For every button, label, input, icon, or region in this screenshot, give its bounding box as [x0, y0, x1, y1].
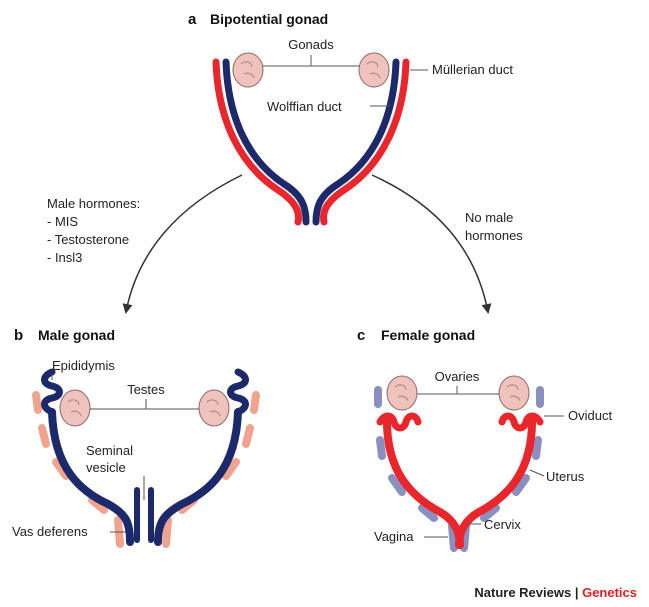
ovaries-leader: [417, 386, 499, 394]
panel-b-letter: b: [14, 327, 23, 344]
cervix-label: Cervix: [484, 517, 521, 532]
gonads-leader: [263, 55, 359, 66]
male-hormone-testosterone: - Testosterone: [47, 232, 129, 247]
panel-b-title: Male gonad: [38, 327, 115, 343]
panel-a-letter: a: [188, 11, 197, 28]
journal-credit: Nature Reviews | Genetics: [474, 585, 637, 600]
uterus-leader: [530, 470, 544, 476]
no-male-hormones-line1: No male: [465, 210, 513, 225]
oviduct-label: Oviduct: [568, 408, 612, 423]
credit-separator: |: [571, 585, 582, 600]
mullerian-duct-label: Müllerian duct: [432, 62, 513, 77]
seminal-label-line2: vesicle: [86, 460, 126, 475]
seminal-label-line1: Seminal: [86, 443, 133, 458]
no-male-hormones-line2: hormones: [465, 228, 523, 243]
panel-c-title: Female gonad: [381, 327, 475, 343]
vagina-label: Vagina: [374, 529, 414, 544]
panel-c-letter: c: [357, 327, 365, 344]
male-hormones-title: Male hormones:: [47, 196, 140, 211]
gonad-left: [233, 53, 263, 87]
gonads-label: Gonads: [288, 37, 334, 52]
arrow-to-female: [372, 175, 488, 312]
gonad-right: [359, 53, 389, 87]
ovaries-label: Ovaries: [435, 369, 480, 384]
panel-a-title: Bipotential gonad: [210, 11, 328, 27]
testis-left: [60, 390, 90, 426]
male-hormone-insl3: - Insl3: [47, 250, 82, 265]
testis-right: [199, 390, 229, 426]
arrow-to-male: [126, 175, 242, 312]
ovary-right: [499, 376, 529, 410]
journal-section: Genetics: [582, 585, 637, 600]
epididymis-label: Epididymis: [52, 358, 115, 373]
testes-label: Testes: [127, 382, 165, 397]
journal-name: Nature Reviews: [474, 585, 571, 600]
epididymis-right: [231, 372, 246, 412]
uterus-label: Uterus: [546, 469, 585, 484]
wolffian-duct-label: Wolffian duct: [267, 99, 342, 114]
vas-deferens-label: Vas deferens: [12, 524, 88, 539]
male-hormone-mis: - MIS: [47, 214, 78, 229]
testes-leader: [90, 399, 199, 409]
ovary-left: [387, 376, 417, 410]
